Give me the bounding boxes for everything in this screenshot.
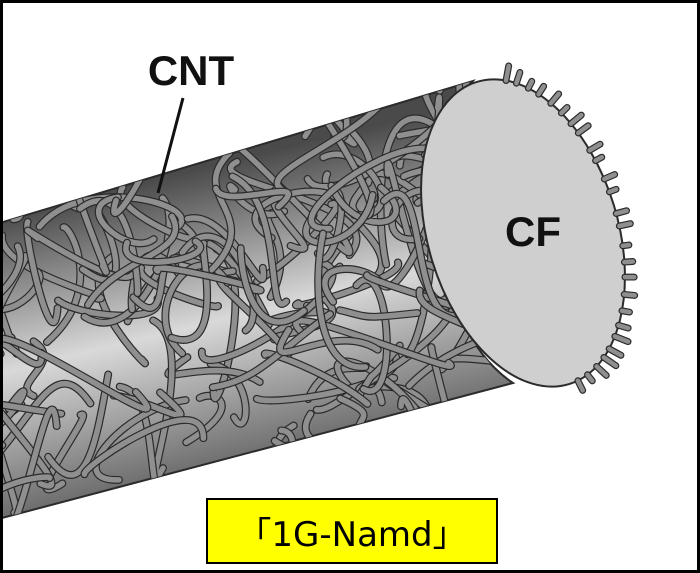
nanotube bbox=[3, 242, 24, 330]
nanotube bbox=[574, 377, 587, 394]
nanotube bbox=[291, 316, 455, 371]
nanotube bbox=[3, 367, 56, 490]
nanotube bbox=[291, 258, 402, 310]
nanotube bbox=[207, 149, 236, 274]
nanotube bbox=[83, 212, 180, 309]
nanotube bbox=[3, 337, 46, 368]
nanotube bbox=[307, 144, 430, 233]
nanotube bbox=[524, 77, 536, 92]
nanotube bbox=[605, 185, 620, 196]
nanotube bbox=[3, 473, 54, 523]
nanotube bbox=[314, 229, 370, 371]
cf-label: CF bbox=[505, 208, 561, 255]
nanotube bbox=[3, 252, 30, 396]
nanotube bbox=[288, 81, 351, 143]
nanotube bbox=[137, 263, 222, 311]
nanotube bbox=[23, 337, 48, 400]
caption-box: 「1G-Namd」 bbox=[206, 498, 498, 564]
nanotube bbox=[3, 160, 25, 224]
nanotube bbox=[11, 405, 61, 523]
nanotube bbox=[270, 436, 404, 502]
nanotube bbox=[600, 171, 619, 183]
nanotube bbox=[437, 349, 513, 370]
nanotube bbox=[44, 370, 113, 479]
nanotube bbox=[615, 220, 634, 230]
fiber-cross-section bbox=[420, 78, 626, 388]
nanotube bbox=[618, 307, 633, 316]
nanotube bbox=[80, 416, 208, 479]
nanotube bbox=[611, 332, 632, 346]
nanotube bbox=[584, 371, 596, 385]
nanotube bbox=[593, 362, 610, 379]
nanotube bbox=[3, 334, 152, 413]
nanotube bbox=[335, 306, 422, 321]
nanotube bbox=[302, 190, 377, 247]
cnt-pointer-line bbox=[156, 97, 185, 194]
nanotube bbox=[122, 237, 205, 266]
nanotube bbox=[208, 310, 335, 392]
nanotube bbox=[574, 122, 592, 137]
nanotube-rim-stubs bbox=[502, 62, 639, 394]
nanotube bbox=[261, 349, 372, 408]
nanotube bbox=[619, 241, 633, 250]
nanotube bbox=[567, 111, 585, 128]
nanotube bbox=[91, 396, 190, 484]
nanotube bbox=[605, 345, 625, 359]
nanotube bbox=[152, 264, 265, 295]
nanotube bbox=[211, 184, 292, 211]
nanotube bbox=[620, 290, 639, 299]
nanotube bbox=[592, 153, 606, 165]
caption-text: 「1G-Namd」 bbox=[237, 514, 467, 555]
nanotube bbox=[236, 244, 308, 326]
nanotube bbox=[502, 62, 513, 84]
nanotube bbox=[327, 181, 400, 226]
nanotube bbox=[3, 379, 95, 476]
nanotube bbox=[535, 82, 548, 98]
nanotube bbox=[273, 103, 383, 196]
nanotube bbox=[547, 90, 563, 107]
nanotube bbox=[35, 193, 186, 232]
nanotube bbox=[3, 398, 66, 426]
nanotube bbox=[94, 193, 158, 248]
nanotube bbox=[276, 325, 382, 357]
cnt-label: CNT bbox=[148, 47, 235, 94]
nanotube bbox=[612, 207, 631, 217]
nanotube bbox=[24, 226, 137, 281]
nanotube bbox=[620, 258, 637, 266]
nanotube bbox=[557, 103, 571, 117]
nanotube bbox=[586, 140, 604, 154]
nanotube bbox=[228, 172, 291, 308]
nanotube bbox=[512, 68, 524, 87]
nanotube bbox=[3, 231, 105, 303]
nanotube bbox=[615, 321, 632, 332]
nanotube bbox=[600, 353, 620, 370]
cnt-coated-fiber-illustration: CNT CF bbox=[3, 47, 639, 523]
